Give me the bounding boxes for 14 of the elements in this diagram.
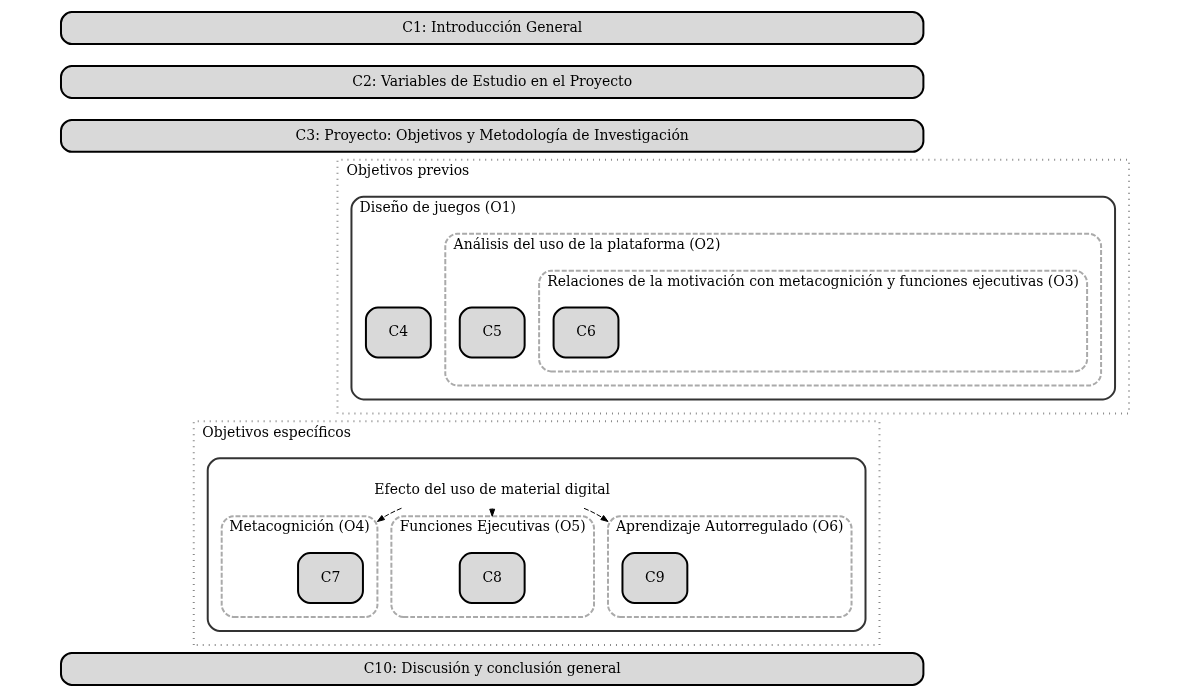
node-box: C1: Introducción General [59,11,924,46]
node-text: Efecto del uso de material digital [373,480,610,497]
node-box: C6 [552,306,619,359]
node-box: C2: Variables de Estudio en el Proyecto [59,65,924,99]
cluster [206,457,866,632]
node-box: C3: Proyecto: Objetivos y Metodología de Investigación [59,118,924,153]
node-box: C5 [458,306,526,359]
arrow [376,507,402,522]
arrow [583,507,608,522]
node-box: C9 [620,552,688,605]
node-box: C10: Discusión y conclusión general [59,651,924,686]
node-box: C7 [296,552,364,605]
node-box: C4 [364,306,432,359]
node-box: C8 [458,552,526,605]
